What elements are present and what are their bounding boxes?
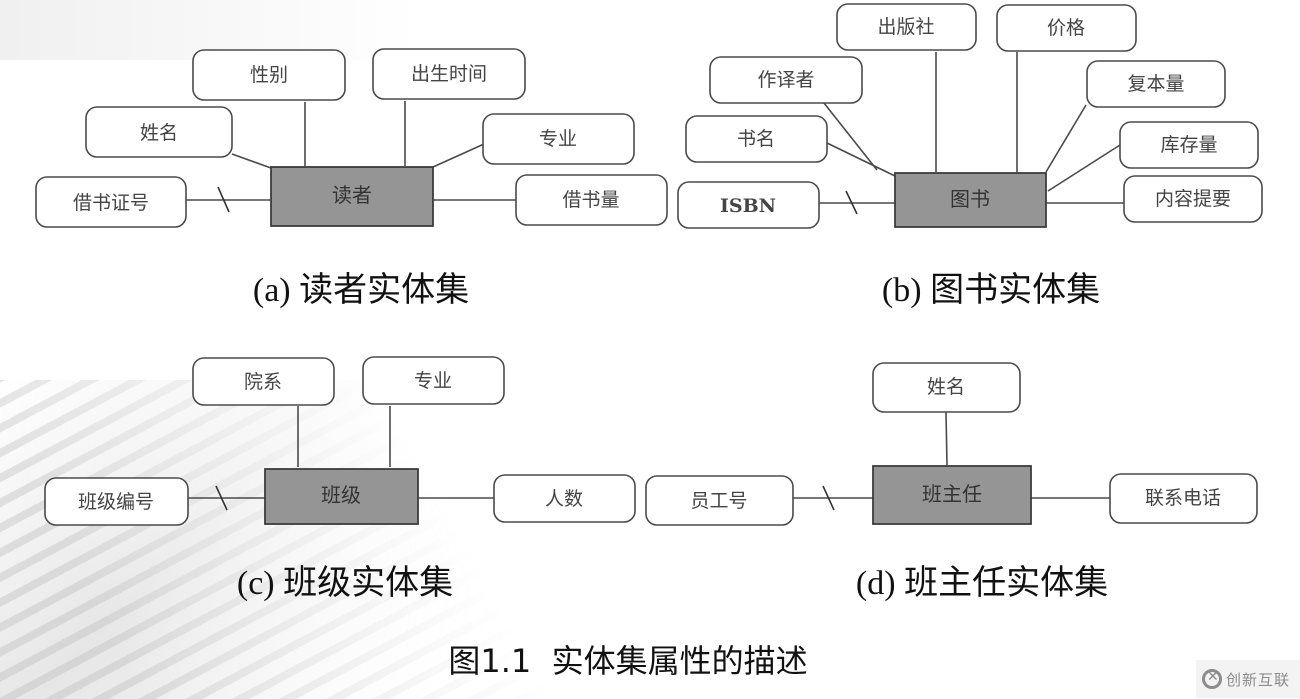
attribute-label: 价格 — [1047, 17, 1085, 39]
entity-label: 班主任 — [922, 482, 982, 506]
attribute-label: 出生时间 — [411, 63, 487, 85]
key-marker — [217, 186, 230, 213]
attribute-box[interactable]: 人数 — [493, 474, 636, 523]
attribute-box[interactable]: 专业 — [362, 356, 505, 405]
attribute-label: 性别 — [250, 64, 288, 86]
entity-box[interactable]: 班级 — [264, 468, 419, 525]
attribute-label: 姓名 — [140, 122, 178, 144]
entity-box[interactable]: 班主任 — [872, 465, 1032, 525]
entity-label: 班级 — [321, 483, 361, 507]
attribute-box[interactable]: 姓名 — [872, 362, 1021, 413]
attribute-box[interactable]: 联系电话 — [1109, 473, 1258, 524]
attribute-box[interactable]: 出版社 — [836, 3, 977, 51]
attribute-label: 作译者 — [757, 69, 814, 91]
watermark-text: 创新互联 — [1226, 670, 1291, 689]
attribute-label: 专业 — [414, 370, 452, 392]
attribute-label: 联系电话 — [1145, 487, 1221, 509]
attribute-label: ISBN — [720, 195, 776, 217]
subfigure-caption: (a) 读者实体集 — [253, 271, 469, 309]
subfigure-caption: (b) 图书实体集 — [882, 271, 1100, 309]
figure-title: 图1.1 实体集属性的描述 — [448, 642, 807, 680]
attribute-label: 院系 — [244, 371, 282, 393]
attribute-box[interactable]: 性别 — [192, 49, 346, 101]
attribute-box[interactable]: 复本量 — [1086, 60, 1226, 108]
entity-box[interactable]: 图书 — [894, 172, 1047, 228]
diagram-reader: 借书证号 姓名 性别 出生时间 专业 借书量 读者 (a) 读者实体集 — [35, 48, 668, 309]
attribute-label: 人数 — [545, 488, 583, 510]
attribute-box[interactable]: 书名 — [685, 115, 828, 163]
attribute-label: 出版社 — [877, 16, 934, 38]
key-marker — [215, 485, 228, 511]
attribute-label: 专业 — [539, 128, 577, 150]
attribute-label: 借书证号 — [73, 192, 149, 214]
diagram-book: ISBN 书名 作译者 出版社 价格 复本量 库存量 内容提要 — [677, 3, 1263, 309]
entity-label: 图书 — [950, 187, 990, 211]
subfigure-caption: (d) 班主任实体集 — [856, 564, 1108, 602]
watermark-logo: 创新互联 — [1196, 660, 1300, 698]
key-marker — [845, 190, 858, 215]
attribute-box[interactable]: 库存量 — [1119, 121, 1259, 169]
link — [819, 97, 878, 171]
attribute-label: 书名 — [737, 128, 775, 150]
link — [1047, 144, 1121, 192]
attribute-box[interactable]: 专业 — [482, 113, 635, 165]
entity-label: 读者 — [332, 183, 372, 207]
attribute-label: 姓名 — [927, 376, 965, 398]
key-marker — [822, 485, 835, 511]
attribute-box[interactable]: 班级编号 — [44, 477, 189, 526]
attribute-label: 复本量 — [1127, 73, 1184, 95]
link — [826, 142, 896, 177]
link — [231, 153, 272, 169]
attribute-box[interactable]: 员工号 — [645, 475, 794, 526]
link — [432, 143, 485, 168]
attribute-box[interactable]: 出生时间 — [372, 48, 526, 100]
attribute-box[interactable]: 内容提要 — [1123, 175, 1263, 223]
attribute-box[interactable]: 借书量 — [515, 174, 668, 226]
link — [1045, 104, 1087, 173]
logo-icon — [1202, 669, 1222, 689]
link — [945, 411, 948, 466]
attribute-box[interactable]: 借书证号 — [35, 176, 187, 228]
attribute-label: 内容提要 — [1155, 188, 1231, 210]
attribute-label: 库存量 — [1160, 134, 1217, 156]
diagram-class: 班级编号 院系 专业 人数 班级 (c) 班级实体集 — [44, 356, 636, 602]
attribute-box[interactable]: 院系 — [192, 357, 335, 406]
attribute-box[interactable]: ISBN — [677, 181, 820, 229]
entity-box[interactable]: 读者 — [270, 166, 434, 227]
attribute-label: 班级编号 — [78, 491, 154, 513]
attribute-box[interactable]: 作译者 — [709, 56, 863, 104]
attribute-box[interactable]: 价格 — [996, 4, 1137, 52]
attribute-box[interactable]: 姓名 — [85, 106, 233, 158]
subfigure-caption: (c) 班级实体集 — [237, 564, 453, 602]
attribute-label: 员工号 — [690, 490, 747, 512]
diagram-head-teacher: 员工号 姓名 联系电话 班主任 (d) 班主任实体集 — [645, 362, 1258, 602]
attribute-label: 借书量 — [562, 189, 619, 211]
